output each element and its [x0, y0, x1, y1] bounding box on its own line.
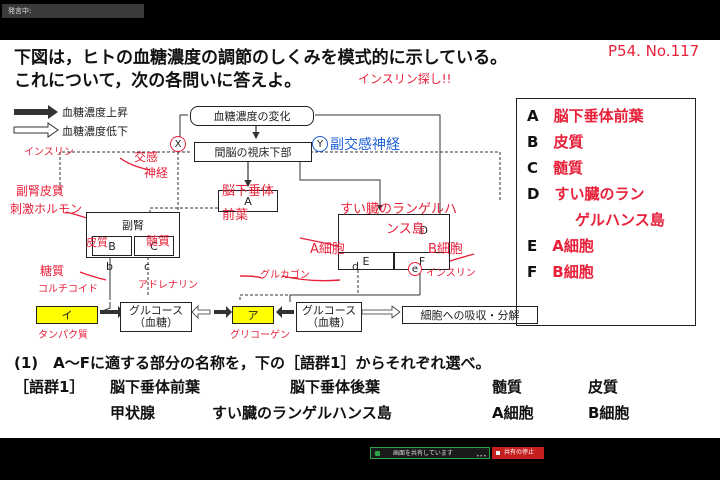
hw-glycogen: グリコーゲン: [230, 330, 290, 341]
more-icon: •••: [476, 453, 487, 460]
word-group-label: ［語群1］: [14, 378, 85, 396]
adrenal-label: 副腎: [122, 219, 144, 232]
question-line-2: これについて，次の各問いに答えよ。: [14, 71, 302, 91]
glucose-right-line1: グルコース: [301, 304, 357, 317]
word-1: 脳下垂体前葉: [110, 378, 201, 396]
hw-glucocorticoid-2: コルチコイド: [38, 284, 98, 295]
share-label: 画面を共有しています: [393, 450, 453, 457]
hw-adrenaline: アドレナリン: [138, 280, 198, 291]
box-c: C: [134, 236, 174, 256]
hw-protein: タンパク質: [38, 330, 88, 341]
box-e: E: [338, 252, 394, 270]
yellow-box-i: イ: [36, 306, 98, 324]
screen-share-indicator[interactable]: 画面を共有しています •••: [370, 447, 490, 460]
stop-share-button[interactable]: 共有の停止: [492, 447, 544, 459]
hw-insulin-left: インスリン: [24, 147, 74, 158]
word-3: 髄質: [492, 378, 523, 396]
box-b: B: [92, 236, 132, 256]
hw-adrenal-cortex: 副腎皮質: [16, 184, 65, 198]
hw-pituitary: 脳下垂体: [222, 184, 275, 199]
word-8: B細胞: [588, 404, 630, 422]
glucose-right-line2: （血糖）: [307, 316, 351, 329]
question-sub: (1) A～Fに適する部分の名称を，下の［語群1］からそれぞれ選べ。: [14, 354, 491, 372]
answer-box: A 脳下垂体前葉 B 皮質 C 髄質 D すい臓のラン ゲルハンス島 E A細胞…: [516, 98, 696, 326]
glucose-left-line1: グルコース: [128, 304, 184, 317]
label-c: c: [144, 260, 151, 273]
answer-row-b: B 皮質: [527, 133, 584, 151]
label-d: d: [352, 260, 359, 273]
word-6: すい臓のランゲルハンス島: [212, 404, 392, 422]
hw-langerhans: すい臓のランゲルハ: [340, 202, 458, 217]
label-b: b: [106, 260, 113, 273]
box-d: D: [344, 222, 444, 238]
answer-row-d-cont: ゲルハンス島: [575, 211, 665, 229]
e-marker: e: [408, 262, 422, 276]
hw-stim-hormone: 刺激ホルモン: [10, 202, 83, 216]
legend-down-label: 血糖濃度低下: [62, 125, 128, 138]
hw-a-cell: A細胞: [310, 242, 345, 257]
glucose-box-right: グルコース （血糖）: [296, 302, 362, 332]
shared-slide: 下図は，ヒトの血糖濃度の調節のしくみを模式的に示している。 これについて，次の各…: [0, 40, 720, 438]
yellow-box-a: ア: [232, 306, 274, 324]
glucose-change-box: 血糖濃度の変化: [190, 106, 314, 126]
hypothalamus-box: 間脳の視床下部: [194, 142, 312, 162]
legend-up-label: 血糖濃度上昇: [62, 106, 128, 119]
hw-pituitary-2: 前葉: [222, 208, 249, 223]
hw-b-cell: B細胞: [428, 242, 463, 257]
meeting-top-bar: 発言中:: [0, 0, 720, 40]
answer-row-c: C 髄質: [527, 159, 584, 177]
speaking-indicator: 発言中:: [2, 4, 144, 18]
stop-icon: [496, 451, 500, 455]
answer-row-e: E A細胞: [527, 237, 594, 255]
answer-row-f: F B細胞: [527, 263, 594, 281]
x-marker: X: [170, 136, 186, 152]
share-icon: [375, 451, 380, 456]
answer-row-a: A 脳下垂体前葉: [527, 107, 644, 125]
absorb-box: 細胞への吸収・分解: [402, 306, 538, 324]
word-5: 甲状腺: [110, 404, 156, 422]
hw-langerhans-2: ンス島: [386, 222, 425, 237]
question-line-1: 下図は，ヒトの血糖濃度の調節のしくみを模式的に示している。: [14, 48, 508, 68]
answer-row-d: D すい臓のラン: [527, 185, 645, 203]
glucose-box-left: グルコース （血糖）: [120, 302, 192, 332]
hw-sympathetic-2: 神経: [144, 166, 169, 180]
hw-parasympathetic: 副交感神経: [330, 137, 400, 153]
hw-sympathetic: 交感: [134, 150, 159, 164]
hw-insulin-e: インスリン: [426, 268, 476, 279]
stop-label: 共有の停止: [504, 449, 535, 456]
meeting-bottom-bar: [0, 438, 720, 480]
insulin-search-note: インスリン探し!!: [358, 72, 452, 86]
hw-glucocorticoid: 糖質: [40, 264, 65, 278]
word-7: A細胞: [492, 404, 534, 422]
page-ref-note: P54. No.117: [608, 42, 700, 60]
hw-glucagon: グルカゴン: [260, 270, 310, 281]
word-2: 脳下垂体後葉: [290, 378, 381, 396]
glucose-left-line2: （血糖）: [134, 316, 178, 329]
y-marker: Y: [312, 136, 328, 152]
hw-cortex: 皮質: [86, 236, 108, 249]
word-4: 皮質: [588, 378, 619, 396]
hw-medulla: 髄質: [146, 234, 171, 248]
box-a: A: [218, 190, 278, 212]
